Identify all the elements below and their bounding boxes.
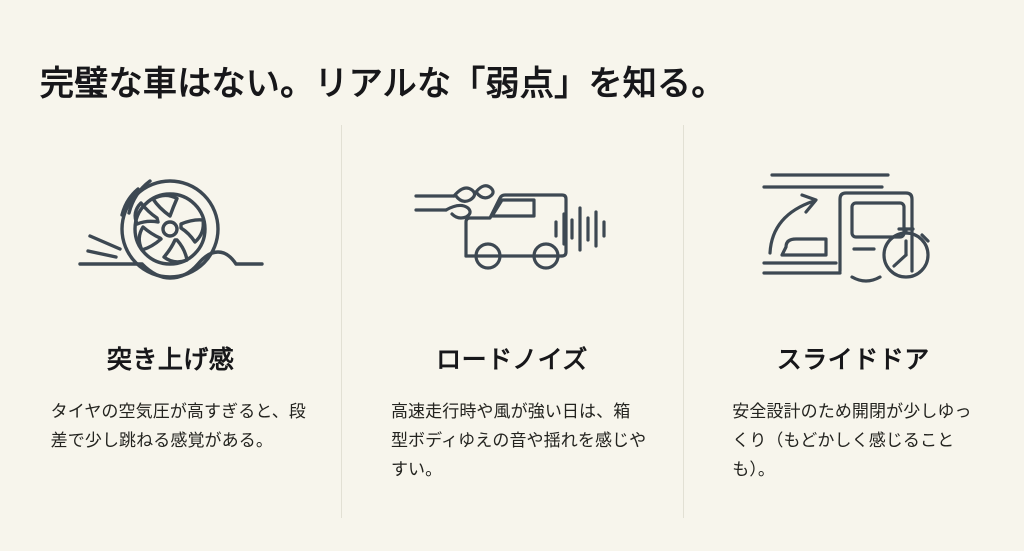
- page-title: 完璧な車はない。リアルな「弱点」を知る。: [40, 64, 726, 103]
- feature-body: 高速走行時や風が強い日は、箱型ボディゆえの音や揺れを感じやすい。: [390, 402, 647, 480]
- feature-body: 安全設計のため開閉が少しゆっくり（もどかしく感じることも）。: [732, 402, 972, 480]
- feature-title: 突き上げ感: [106, 346, 235, 374]
- feature-column-road-noise: ロードノイズ 高速走行時や風が強い日は、箱型ボディゆえの音や揺れを感じやすい。: [341, 125, 682, 519]
- van-road-noise-icon: [412, 165, 612, 285]
- feature-title: スライドドア: [776, 346, 930, 374]
- feature-body: タイヤの空気圧が高すぎると、段差で少し跳ねる感覚がある。: [50, 402, 306, 451]
- feature-column-sliding-door: スライドドア 安全設計のため開閉が少しゆっくり（もどかしく感じることも）。: [682, 125, 1024, 519]
- sliding-door-timer-icon: [753, 165, 953, 285]
- feature-column-tire: 突き上げ感 タイヤの空気圧が高すぎると、段差で少し跳ねる感覚がある。: [0, 125, 341, 519]
- feature-title: ロードノイズ: [436, 346, 588, 374]
- tire-bump-icon: [71, 165, 271, 285]
- feature-columns: 突き上げ感 タイヤの空気圧が高すぎると、段差で少し跳ねる感覚がある。: [0, 125, 1024, 519]
